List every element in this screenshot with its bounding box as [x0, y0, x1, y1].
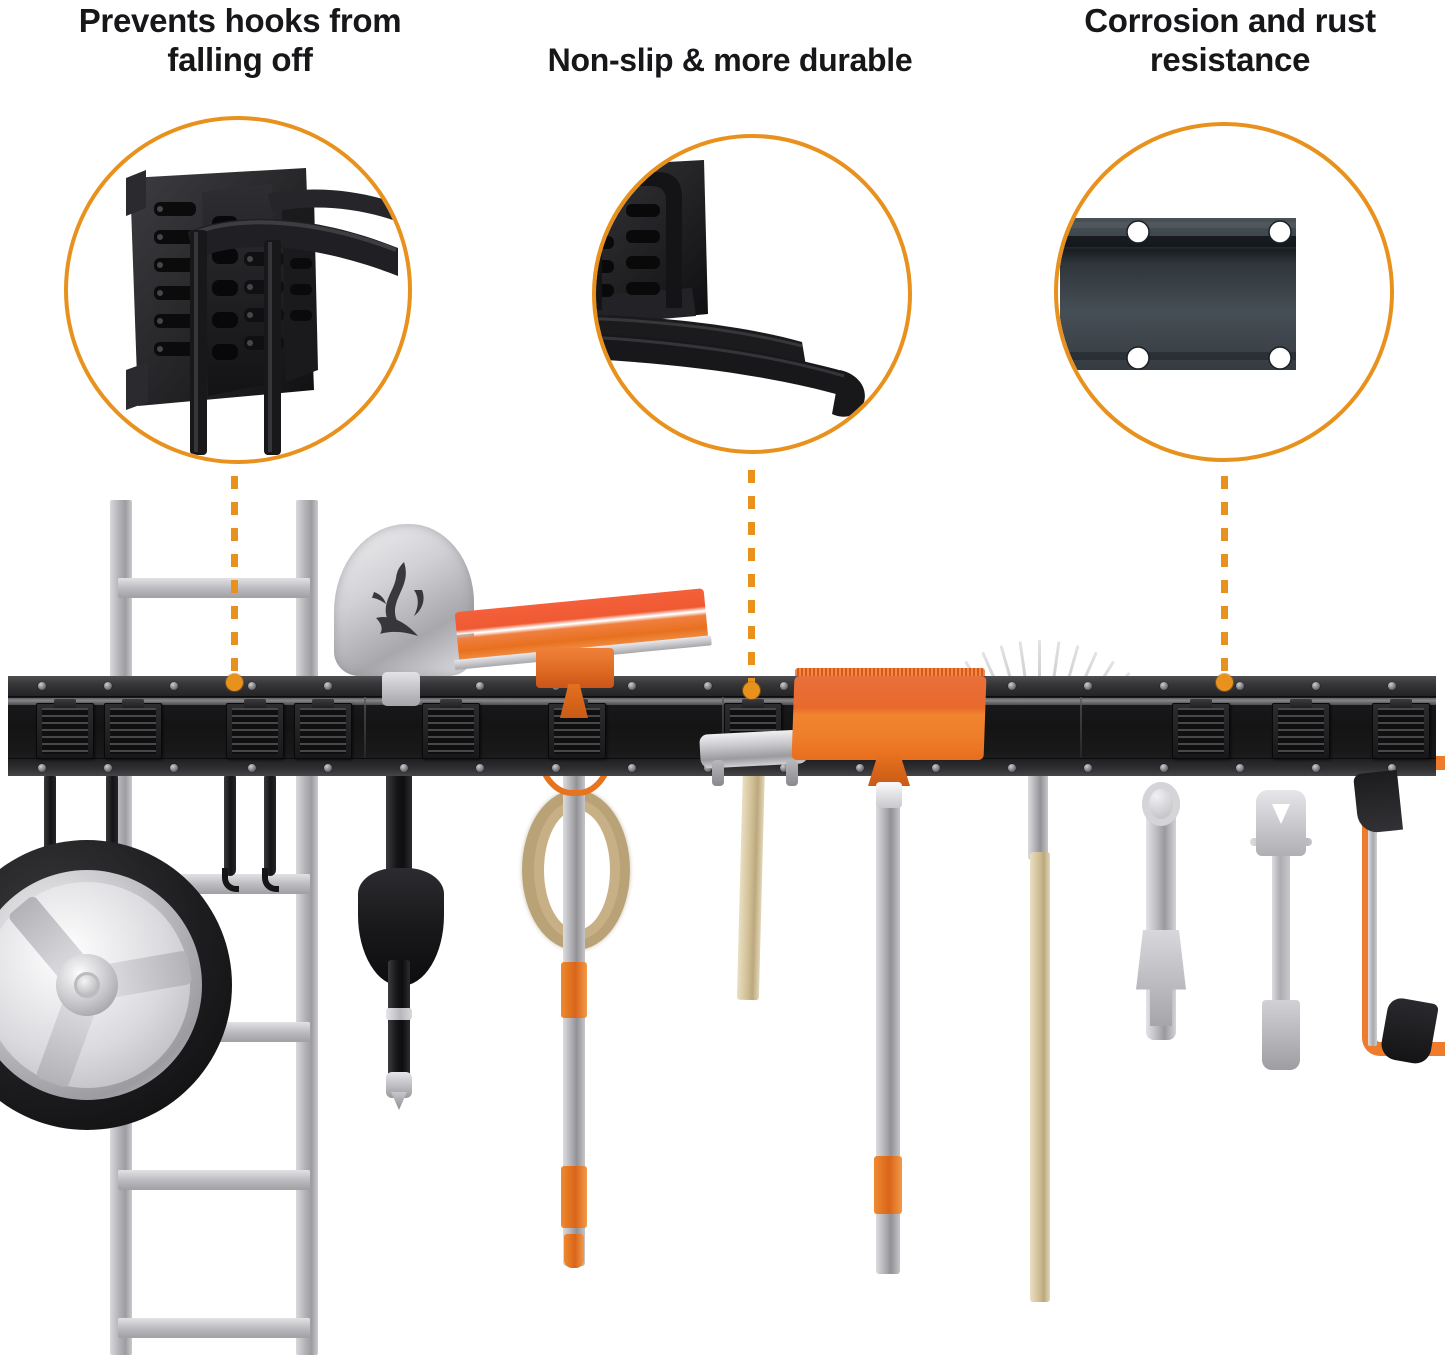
rail-screw: [780, 764, 788, 772]
squeegee-lower-band: [561, 1166, 587, 1228]
survival-shovel-end-point: [391, 1092, 407, 1110]
rail-screw: [552, 764, 560, 772]
leader-line-1: [226, 476, 243, 691]
hook-mount[interactable]: [104, 699, 162, 759]
rail-screw: [856, 764, 864, 772]
rail-screw: [628, 682, 636, 690]
ladder-rail-right: [296, 500, 318, 1355]
hook-mount[interactable]: [548, 699, 606, 759]
rail-screw: [1008, 764, 1016, 772]
survival-shovel-head: [334, 524, 474, 676]
hook-mount[interactable]: [36, 699, 94, 759]
bicycle-wheel: [0, 840, 232, 1130]
j-hook[interactable]: [262, 772, 279, 892]
hook-mount[interactable]: [1172, 699, 1230, 759]
wheel-hub-bore: [74, 972, 100, 998]
survival-shovel-ferrule: [386, 1008, 412, 1020]
leader-line-3: [1216, 476, 1233, 691]
rail-screw: [104, 764, 112, 772]
leader-dot-2: [743, 682, 760, 699]
rail-screw: [932, 764, 940, 772]
hook-mount[interactable]: [226, 699, 284, 759]
callout-1-ring: [64, 116, 412, 464]
rail-screw: [1084, 682, 1092, 690]
wrench-jaw: [1136, 930, 1186, 1026]
rail-screw: [1388, 764, 1396, 772]
rail-screw: [704, 682, 712, 690]
feature-heading-1: Prevents hooks from falling off: [78, 2, 402, 78]
hacksaw-blade: [1368, 806, 1377, 1046]
rail-screw: [1236, 764, 1244, 772]
hook-mount[interactable]: [1372, 699, 1430, 759]
rail-screw: [248, 682, 256, 690]
rail-screw: [104, 682, 112, 690]
callout-circle-double-arm-hook: [592, 134, 912, 454]
leader-line-2: [743, 470, 760, 699]
feature-heading-3: Corrosion and rust resistance: [1084, 2, 1376, 78]
rail-seam: [364, 697, 366, 758]
callout-3-ring: [1054, 122, 1394, 462]
j-hook[interactable]: [222, 772, 239, 892]
feature-heading-2: Non-slip & more durable: [547, 42, 913, 78]
hacksaw-upper-grip: [1352, 769, 1404, 835]
rail-top-lip: [8, 676, 1436, 697]
squeegee-end-cap: [564, 1234, 584, 1268]
hammer-claw-right: [786, 760, 798, 786]
hammer-handle: [736, 759, 766, 1001]
rake-handle: [1030, 852, 1050, 1302]
hook-mount[interactable]: [422, 699, 480, 759]
rail-screw: [628, 764, 636, 772]
squeegee-bracket: [536, 648, 614, 688]
broom-ferrule: [876, 782, 902, 808]
survival-shovel-collar: [382, 672, 420, 706]
shovel-tribal-engraving-icon: [372, 562, 424, 636]
callout-circle-rail-plate: [1054, 122, 1394, 462]
rail-screw: [780, 682, 788, 690]
rail-seam: [722, 697, 724, 758]
rail-screw: [1084, 764, 1092, 772]
broom-head: [791, 676, 987, 760]
weeder-shaft: [1272, 800, 1290, 1030]
rail-screw: [1312, 764, 1320, 772]
rail-screw: [1160, 682, 1168, 690]
rail-screw: [1236, 682, 1244, 690]
ladder-rung: [118, 578, 310, 598]
rail-seam: [1080, 697, 1082, 758]
ladder-rung: [118, 1318, 310, 1338]
rail-screw: [1312, 682, 1320, 690]
rail-screw: [1008, 682, 1016, 690]
rail-screw: [38, 682, 46, 690]
rail-screw: [1388, 682, 1396, 690]
survival-shovel-lower-shaft: [388, 960, 410, 1080]
leader-dot-1: [226, 674, 243, 691]
callout-2-ring: [592, 134, 912, 454]
rail-screw: [1160, 764, 1168, 772]
rail-screw: [248, 764, 256, 772]
hook-mount[interactable]: [294, 699, 352, 759]
rail-screw: [400, 764, 408, 772]
rail-screw: [476, 682, 484, 690]
rail-screw: [324, 682, 332, 690]
rail-screw: [170, 682, 178, 690]
leader-dot-3: [1216, 674, 1233, 691]
rail-screw: [324, 764, 332, 772]
hook-mount[interactable]: [1272, 699, 1330, 759]
rail-screw: [38, 764, 46, 772]
rail-screw: [170, 764, 178, 772]
broom-grip-band: [874, 1156, 902, 1214]
weeder-blade: [1262, 1000, 1300, 1070]
rail-screw: [476, 764, 484, 772]
hammer-claw-left: [712, 760, 724, 786]
wrench-hang-eye: [1142, 782, 1180, 826]
squeegee-grip-band: [561, 962, 587, 1018]
ladder-rung: [118, 1170, 310, 1190]
callout-circle-hook-mount: [64, 116, 412, 464]
